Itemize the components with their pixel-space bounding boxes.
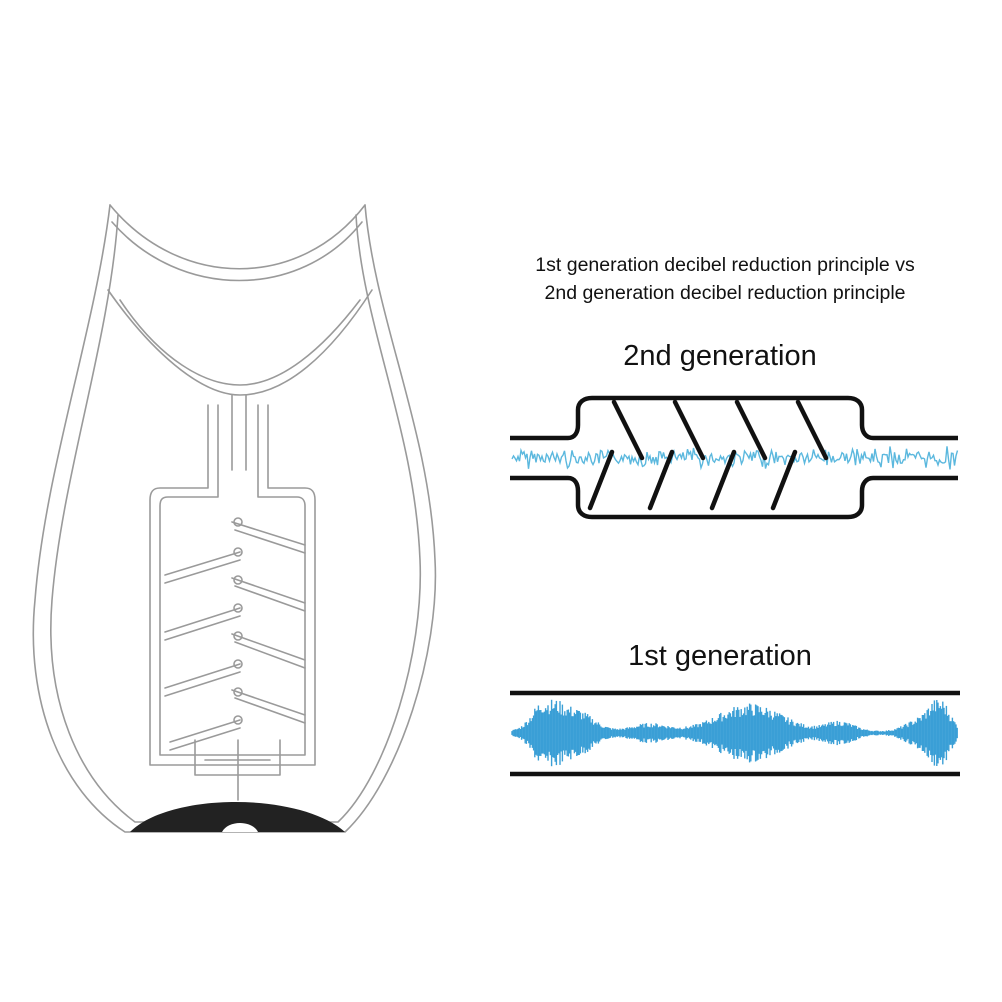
sound-wave-2nd <box>511 446 959 471</box>
pipe-top <box>510 395 958 441</box>
deflector-top-2 <box>672 399 706 461</box>
product-top-rim-inner <box>111 221 363 282</box>
sound-wave-2nd-trace <box>511 446 959 471</box>
baffle-1 <box>231 521 306 554</box>
caption: 1st generation decibel reduction princip… <box>470 251 980 307</box>
product-mouth <box>107 289 373 396</box>
baffle-5 <box>231 633 306 669</box>
product-inner-shell <box>50 214 422 823</box>
product-center-channel <box>231 394 247 471</box>
deflector-top-3 <box>734 399 768 461</box>
deflector-bottom-4 <box>770 449 798 511</box>
baffle-4 <box>164 607 241 641</box>
baffle-3 <box>231 577 306 612</box>
label-2nd-generation: 2nd generation <box>623 340 817 372</box>
product-base <box>130 802 345 832</box>
sound-wave-1st <box>511 699 958 767</box>
baffle-7 <box>231 689 306 724</box>
deflector-bottom-3 <box>709 449 737 511</box>
caption-line-2: 2nd generation decibel reduction princip… <box>544 282 906 304</box>
deflector-bottom-1 <box>587 449 615 511</box>
caption-line-1: 1st generation decibel reduction princip… <box>535 254 915 276</box>
label-1st-generation: 1st generation <box>628 640 812 672</box>
deflector-top-4 <box>795 399 829 461</box>
deflector-bottom-2 <box>647 449 675 511</box>
baffle-6 <box>164 663 241 697</box>
product-outlet <box>194 739 281 801</box>
product-neck-inner <box>159 404 306 756</box>
baffle-8 <box>169 719 241 751</box>
baffle-2 <box>164 551 241 584</box>
product-mouth-inner <box>119 299 361 386</box>
product-top-rim <box>109 204 366 270</box>
deflector-plates <box>587 399 829 511</box>
pipe-bottom <box>510 475 958 520</box>
product-neck <box>149 404 316 766</box>
deflector-top-1 <box>611 399 645 461</box>
